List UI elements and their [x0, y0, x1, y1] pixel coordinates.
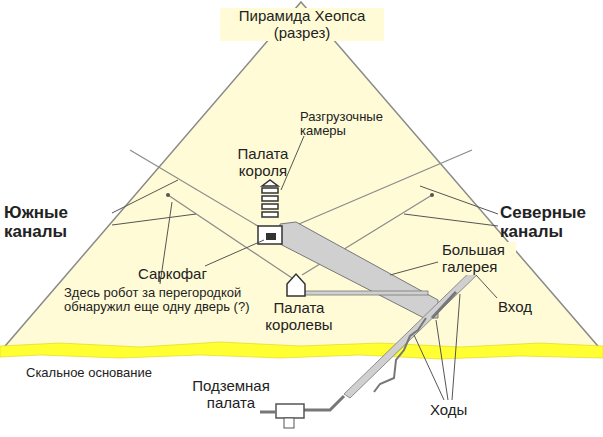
callout-label: Палата королевы — [258, 300, 340, 333]
north-channel-king — [285, 150, 472, 230]
relief-chambers — [262, 180, 278, 217]
queen-passage — [300, 291, 428, 295]
queen-chamber — [287, 274, 305, 296]
channel-end — [430, 193, 434, 197]
diagram-title: Пирамида Хеопса (разрез) — [220, 8, 384, 41]
pit — [284, 418, 294, 428]
callout-label: Большая галерея — [440, 242, 516, 275]
callout-label: Саркофаг — [138, 266, 218, 283]
ascending-passage — [432, 292, 456, 318]
callout-label: Северные каналы — [500, 204, 600, 241]
sarcophagus — [266, 233, 276, 240]
callout-label: Южные каналы — [4, 204, 114, 241]
well-shaft — [374, 318, 426, 392]
robot-door — [166, 193, 170, 197]
dead-end-passage — [260, 411, 276, 414]
callout-label: Ходы — [430, 402, 480, 419]
subterranean-chamber — [276, 404, 304, 418]
callout-label: Разгрузочные камеры — [300, 110, 410, 139]
lower-passage — [300, 396, 344, 410]
descending-passage — [344, 266, 482, 398]
note-text: Здесь робот за перегородкой обнаружил ещ… — [62, 286, 266, 315]
callout-label: Скальное основание — [26, 366, 186, 380]
pyramid-body — [0, 2, 603, 352]
callout-label: Палата короля — [228, 146, 298, 179]
bedrock — [0, 342, 603, 359]
callout-label: Подземная палата — [190, 378, 272, 411]
callout-label: Вход — [498, 299, 542, 316]
